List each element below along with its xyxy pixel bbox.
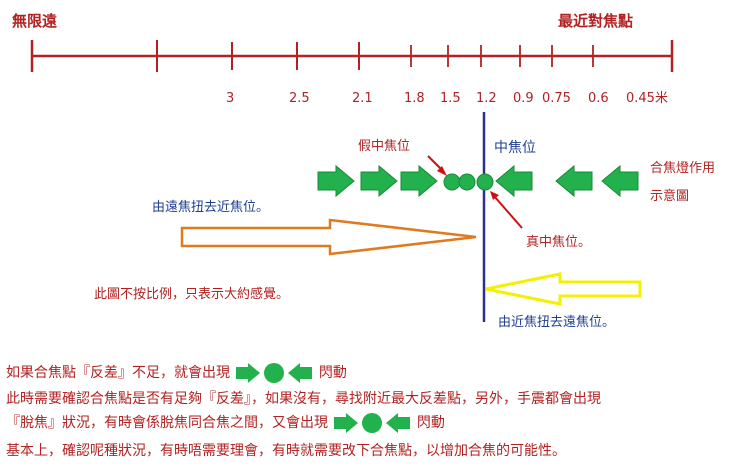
green-arrow-left	[555, 164, 593, 198]
focus-flicker-icon	[236, 363, 313, 383]
legend-line-2: 示意圖	[650, 189, 690, 204]
center-label: 中焦位	[494, 140, 536, 156]
tick-label: 1.2	[476, 91, 497, 106]
infinity-label: 無限遠	[12, 12, 58, 30]
note-line-1-suffix: 閃動	[318, 365, 347, 381]
green-dot	[476, 173, 494, 191]
green-dots	[443, 173, 494, 191]
distance-scale	[30, 40, 674, 72]
green-arrow-right	[400, 164, 438, 198]
note-line-2: 此時需要確認合焦點是否有足夠『反差』，如果沒有，尋找附近最大反差點，另外，手震都…	[6, 391, 601, 407]
tick-label: 1.8	[404, 91, 425, 106]
green-arrow-right	[317, 164, 355, 198]
legend-line-1: 合焦燈作用	[650, 161, 716, 176]
note-line-1-text: 如果合焦點『反差』不足，就會出現	[6, 365, 230, 381]
note-line-1: 如果合焦點『反差』不足，就會出現 閃動	[6, 362, 347, 384]
tick-label: 0.9	[513, 91, 534, 106]
pointer-arrows	[427, 155, 523, 229]
green-arrows-left	[495, 164, 639, 198]
focus-flicker-icon	[334, 413, 411, 433]
true-center-pointer-head	[490, 191, 499, 200]
green-arrow-right	[360, 164, 398, 198]
note-line-3-suffix: 閃動	[416, 415, 445, 431]
note-line-3-text: 『脫焦』狀況，有時會係脫焦同合焦之間，又會出現	[6, 415, 328, 431]
green-arrow-left	[601, 164, 639, 198]
green-arrows-right	[317, 164, 438, 198]
note-line-4: 基本上，確認呢種狀況，有時唔需要理會，有時就需要改下合焦點，以增加合焦的可能性。	[6, 443, 566, 459]
not-to-scale-note: 此圖不按比例，只表示大約感覺。	[94, 287, 290, 302]
tick-label: 0.45米	[626, 91, 668, 106]
far-to-near-arrow	[180, 218, 477, 256]
closest-focus-label: 最近對焦點	[558, 12, 634, 30]
tick-label: 0.75	[542, 91, 571, 106]
false-center-pointer-head	[437, 166, 447, 176]
tick-label: 1.5	[440, 91, 461, 106]
tick-label: 2.1	[352, 91, 373, 106]
true-center-pointer	[493, 195, 523, 229]
tick-label: 0.6	[588, 91, 609, 106]
far-to-near-label: 由遠焦扭去近焦位。	[152, 200, 270, 215]
note-line-3: 『脫焦』狀況，有時會係脫焦同合焦之間，又會出現 閃動	[6, 412, 445, 434]
green-dot	[458, 173, 476, 191]
tick-label: 3	[226, 91, 235, 106]
green-arrow-left	[495, 164, 533, 198]
green-dot	[443, 173, 461, 191]
tick-label: 2.5	[289, 91, 310, 106]
false-center-label: 假中焦位	[358, 139, 411, 154]
true-center-label: 真中焦位。	[526, 235, 592, 250]
near-to-far-arrow	[485, 272, 642, 306]
near-to-far-label: 由近焦扭去遠焦位。	[498, 315, 616, 330]
